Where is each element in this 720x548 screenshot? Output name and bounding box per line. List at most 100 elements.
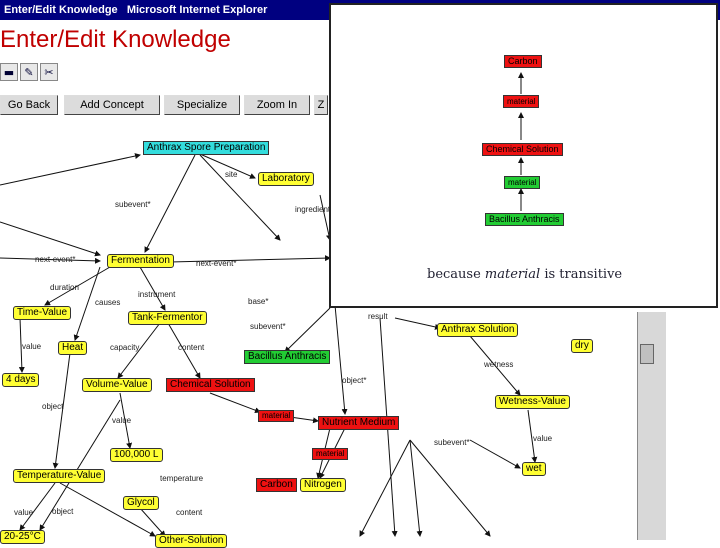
vertical-scrollbar[interactable]: [637, 312, 666, 540]
tank-fermentor-node[interactable]: Tank-Fermentor: [128, 311, 207, 325]
popup-carbon-node[interactable]: Carbon: [504, 55, 542, 68]
anthrax-spore-preparation-node[interactable]: Anthrax Spore Preparation: [143, 141, 270, 155]
popup-chemical-solution-node[interactable]: Chemical Solution: [482, 143, 563, 156]
time-value-node[interactable]: Time-Value: [13, 306, 72, 320]
edge: [469, 335, 521, 396]
edge: [409, 439, 491, 537]
four-days-node[interactable]: 4 days: [2, 373, 40, 387]
edge: [0, 221, 101, 257]
popup-caption: because material is transitive: [427, 267, 622, 282]
nutrient-medium-node[interactable]: Nutrient Medium: [318, 416, 400, 430]
caption-emphasis: material: [484, 267, 541, 282]
edge-label-base: base*: [248, 297, 269, 306]
edge-label-value-4: value: [533, 434, 553, 443]
dry-node[interactable]: dry: [571, 339, 593, 353]
edge: [199, 153, 256, 179]
volume-value-node[interactable]: Volume-Value: [82, 378, 152, 392]
zoom-out-button[interactable]: Z: [314, 95, 328, 115]
edge: [319, 194, 332, 241]
edge: [73, 266, 101, 341]
edge: [144, 154, 196, 253]
specialize-button[interactable]: Specialize: [164, 95, 240, 115]
popup-bacillus-anthracis-node[interactable]: Bacillus Anthracis: [485, 213, 564, 226]
edge: [18, 317, 25, 373]
anthrax-solution-node[interactable]: Anthrax Solution: [437, 323, 519, 337]
edge-label-temperature: temperature: [160, 474, 204, 483]
edge: [167, 322, 201, 379]
edge-label-content: content: [178, 343, 205, 352]
edge-label-value: value: [22, 342, 42, 351]
edge: [19, 482, 56, 531]
edge: [139, 507, 166, 537]
temperature-value-node[interactable]: Temperature-Value: [13, 469, 106, 483]
bacillus-anthracis-node[interactable]: Bacillus Anthracis: [244, 350, 331, 364]
edge-label-result: result: [368, 312, 388, 321]
laboratory-node[interactable]: Laboratory: [258, 172, 314, 186]
edge-label-object-2: object: [52, 507, 74, 516]
glycol-node[interactable]: Glycol: [123, 496, 159, 510]
inference-popup: Carbon material Chemical Solution materi…: [329, 3, 718, 308]
caption-suffix: is transitive: [540, 267, 623, 282]
edge-label-causes: causes: [95, 298, 121, 307]
edge-label-duration: duration: [50, 283, 79, 292]
edge-label-next-event: next-event*: [35, 255, 76, 264]
zoom-in-button[interactable]: Zoom In: [244, 95, 310, 115]
popup-edges: [518, 72, 524, 211]
edge: [0, 257, 101, 264]
wetness-value-node[interactable]: Wetness-Value: [495, 395, 570, 409]
temperature-reading-node[interactable]: 20-25°C: [0, 530, 45, 544]
icon-toolbar: ▬ ✎ ✂: [0, 63, 58, 83]
edge: [469, 439, 521, 469]
edge-label-content-2: content: [176, 508, 203, 517]
page-title: Enter/Edit Knowledge: [0, 26, 231, 53]
partial-bottom-node[interactable]: Other-Solution: [155, 534, 228, 548]
edge-label-object-3: object*: [342, 376, 367, 385]
wet-node[interactable]: wet: [522, 462, 546, 476]
edge: [117, 322, 161, 379]
edge: [0, 153, 141, 186]
popup-material-relation-2[interactable]: material: [504, 176, 541, 189]
edge: [334, 304, 348, 415]
scrollbar-thumb[interactable]: [640, 344, 654, 364]
edge-label-site: site: [225, 170, 238, 179]
edge: [199, 154, 281, 241]
edge-label-subevent-2: subevent*: [250, 322, 286, 331]
chemical-solution-node[interactable]: Chemical Solution: [166, 378, 255, 392]
edge-label-instrument: instrument: [138, 290, 176, 299]
edge: [527, 409, 538, 463]
edge-label-subevent-3: subevent*: [434, 438, 470, 447]
edge: [409, 439, 423, 537]
cut-icon[interactable]: ✂: [40, 63, 58, 81]
edge-label-wetness: wetness: [484, 360, 514, 369]
go-back-button[interactable]: Go Back: [0, 95, 58, 115]
edge: [289, 416, 319, 424]
edge: [284, 307, 331, 353]
material-relation-node[interactable]: material: [258, 410, 295, 422]
edge: [52, 352, 71, 469]
carbon-node[interactable]: Carbon: [256, 478, 297, 492]
edge-label-next-event-2: next-event*: [196, 259, 237, 268]
edge-label-subevent: subevent*: [115, 200, 151, 209]
edge-label-ingredient: ingredient*: [295, 205, 334, 214]
edge-label-value-2: value: [112, 416, 132, 425]
popup-material-relation-1[interactable]: material: [503, 95, 540, 108]
edge-label-object: object: [42, 402, 64, 411]
edge: [359, 439, 411, 537]
edge: [139, 266, 166, 311]
edge-label-value-3: value: [14, 508, 34, 517]
edge: [394, 317, 441, 330]
volume-amount-node[interactable]: 100,000 L: [110, 448, 163, 462]
new-icon[interactable]: ▬: [0, 63, 18, 81]
edit-icon[interactable]: ✎: [20, 63, 38, 81]
add-concept-button[interactable]: Add Concept: [64, 95, 160, 115]
edge: [39, 399, 121, 531]
edge: [209, 392, 261, 414]
edge: [44, 266, 111, 306]
nitrogen-node[interactable]: Nitrogen: [300, 478, 346, 492]
heat-node[interactable]: Heat: [58, 341, 88, 355]
edge: [119, 392, 133, 449]
material-relation-node-2[interactable]: material: [312, 448, 349, 460]
edge: [59, 482, 156, 537]
fermentation-node[interactable]: Fermentation: [107, 254, 174, 268]
